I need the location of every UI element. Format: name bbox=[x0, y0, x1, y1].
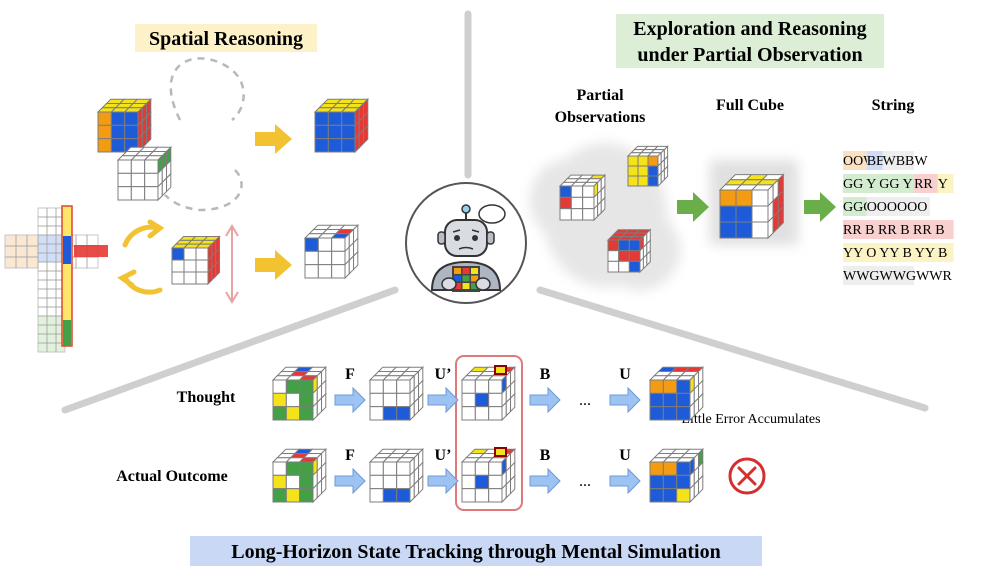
robot-cube-sticker bbox=[454, 268, 461, 274]
move-label: F bbox=[345, 366, 355, 383]
thought-cube-final bbox=[648, 365, 705, 422]
ellipsis: ... bbox=[579, 392, 591, 409]
move-label: B bbox=[540, 366, 551, 383]
cubes-layer bbox=[170, 97, 785, 504]
move-arrow bbox=[334, 386, 366, 414]
svg-text:Full Cube: Full Cube bbox=[716, 97, 784, 114]
ellipsis: ... bbox=[579, 473, 591, 490]
svg-text:Observations: Observations bbox=[555, 109, 646, 126]
svg-text:String: String bbox=[872, 97, 915, 114]
unfolded-cube bbox=[96, 97, 173, 202]
section-dividers bbox=[61, 10, 929, 414]
move-arrow bbox=[427, 386, 459, 414]
svg-text:Spatial Reasoning: Spatial Reasoning bbox=[149, 28, 303, 50]
actual-cube-1 bbox=[368, 447, 425, 504]
partial-cube-1 bbox=[558, 173, 607, 222]
cube-string-segment: OOOOOO bbox=[867, 200, 928, 215]
cube-string-segment: BB bbox=[867, 154, 886, 169]
svg-text:Exploration and Reasoning: Exploration and Reasoning bbox=[633, 18, 866, 40]
unfolded-cube-bottom bbox=[116, 145, 173, 202]
move-arrow bbox=[529, 467, 561, 495]
full-cube bbox=[718, 173, 785, 240]
robot-cube-sticker bbox=[462, 268, 470, 274]
robot-thinking-icon bbox=[405, 182, 527, 304]
exploration-title: Exploration and Reasoning under Partial … bbox=[616, 14, 884, 68]
svg-text:Actual Outcome: Actual Outcome bbox=[116, 468, 228, 485]
cube-string-segment: WBBW bbox=[883, 154, 929, 169]
cube-string-segment: GGG bbox=[843, 200, 873, 215]
error-cell bbox=[494, 447, 507, 457]
highlight-frame bbox=[455, 355, 523, 511]
svg-text:Thought: Thought bbox=[177, 389, 236, 406]
move-label: U’ bbox=[435, 447, 452, 464]
robot-cube-sticker bbox=[471, 268, 478, 274]
move-arrow bbox=[609, 467, 641, 495]
cube-string-segment: WWGWWGWWR bbox=[843, 269, 953, 284]
svg-text:Long-Horizon State Tracking th: Long-Horizon State Tracking through Ment… bbox=[231, 541, 720, 563]
tracking-title: Long-Horizon State Tracking through Ment… bbox=[190, 536, 762, 566]
cross-circle-icon bbox=[728, 457, 766, 495]
yellow-arrow-1 bbox=[255, 124, 292, 154]
unfolded-cube-main bbox=[96, 97, 153, 154]
rotation-marks bbox=[225, 224, 239, 304]
partial-cube-3 bbox=[606, 228, 652, 274]
robot-cube-sticker bbox=[454, 283, 461, 289]
cube-rotating bbox=[170, 235, 221, 286]
spatial-reasoning-panel bbox=[4, 57, 292, 353]
thought-cube-0 bbox=[271, 365, 328, 422]
tracking-panel: Thought Actual Outcome F U’ B U... F U’ B U...… bbox=[116, 355, 821, 511]
thought-cube-2 bbox=[460, 365, 517, 422]
actual-cube-0 bbox=[271, 447, 328, 504]
green-arrow-1 bbox=[677, 192, 709, 222]
thought-cube-1 bbox=[368, 365, 425, 422]
cube-string-segment: Y bbox=[938, 177, 948, 192]
move-arrow bbox=[529, 386, 561, 414]
move-arrow bbox=[334, 467, 366, 495]
move-arrow bbox=[427, 467, 459, 495]
error-cell bbox=[494, 365, 507, 375]
cube-string-segment: YY O YY B YY B bbox=[843, 246, 947, 261]
partial-cube-2 bbox=[626, 145, 669, 188]
robot-cube-sticker bbox=[462, 275, 470, 282]
move-label: B bbox=[540, 447, 551, 464]
move-label: U bbox=[619, 447, 631, 464]
move-label: U’ bbox=[435, 366, 452, 383]
move-label: U bbox=[619, 366, 631, 383]
green-arrow-2 bbox=[804, 192, 836, 222]
error-note: Little Error Accumulates bbox=[681, 412, 820, 427]
cube-solved-top bbox=[313, 97, 370, 154]
yellow-arrow-2 bbox=[255, 250, 292, 280]
cube-string-segment: RR B RR B RR B bbox=[843, 223, 945, 238]
robot-cube-sticker bbox=[454, 275, 461, 282]
cube-string-segment: GG Y GG Y bbox=[843, 177, 913, 192]
move-label: F bbox=[345, 447, 355, 464]
svg-text:under Partial Observation: under Partial Observation bbox=[637, 44, 862, 66]
robot-cube-sticker bbox=[471, 275, 478, 282]
actual-cube-2 bbox=[460, 447, 517, 504]
move-arrow bbox=[609, 386, 641, 414]
robot-cube-sticker bbox=[471, 283, 478, 289]
cube-result-bottom bbox=[303, 223, 360, 280]
svg-text:Partial: Partial bbox=[576, 87, 624, 104]
robot-cube-sticker bbox=[462, 283, 470, 289]
spatial-title: Spatial Reasoning bbox=[135, 24, 317, 52]
cube-string-segment: RR bbox=[914, 177, 933, 192]
cube-net bbox=[4, 205, 108, 353]
actual-cube-final bbox=[648, 447, 705, 504]
rotate-arrows-icon bbox=[117, 219, 165, 295]
